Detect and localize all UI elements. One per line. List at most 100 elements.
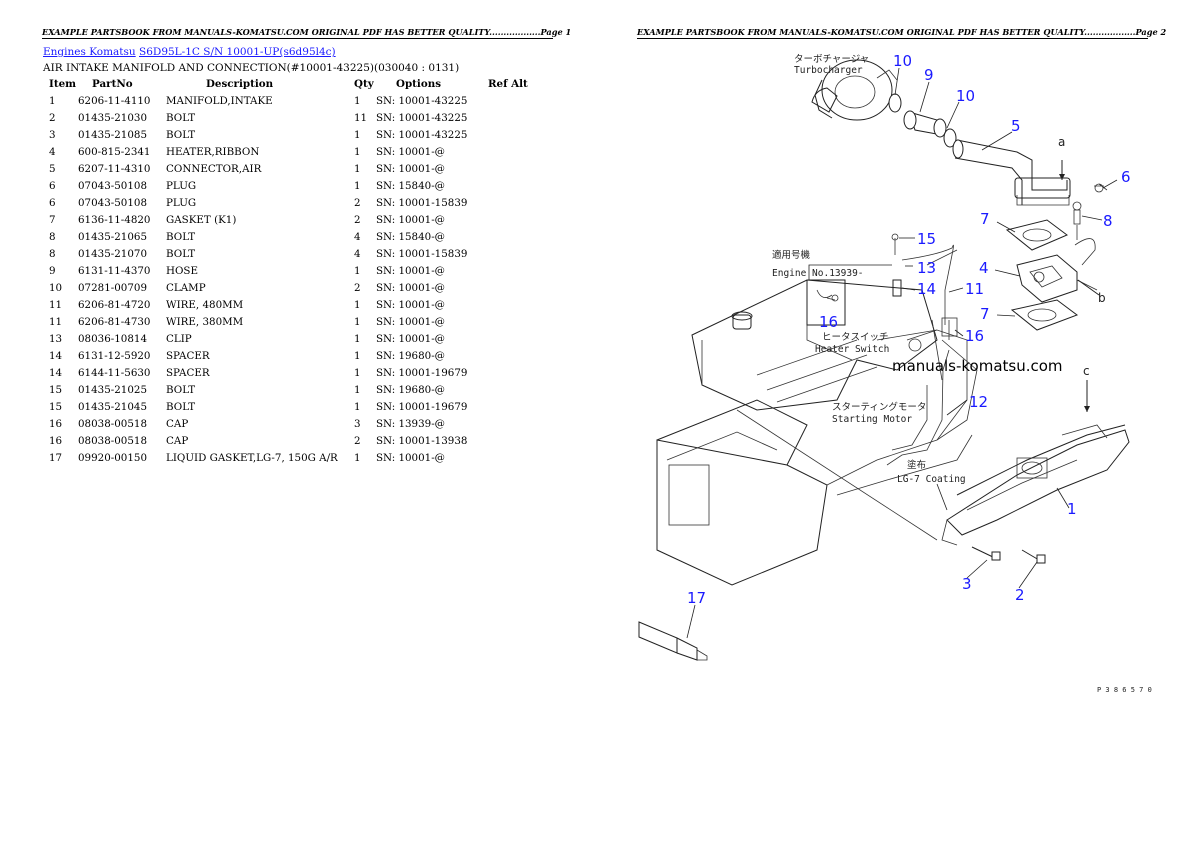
cell-refalt bbox=[488, 246, 528, 263]
cell-qty: 3 bbox=[354, 418, 361, 430]
cell-refalt bbox=[488, 450, 528, 467]
heater-gasket-drawing bbox=[1005, 201, 1098, 331]
cell-partno: 01435-21070 bbox=[78, 248, 147, 260]
cell-description: WIRE, 380MM bbox=[166, 316, 244, 328]
cell-options: SN: 10001-15839 bbox=[376, 197, 468, 209]
cell-refalt bbox=[488, 348, 528, 365]
callout-10-top: 10 bbox=[893, 52, 912, 70]
engine-block-drawing bbox=[656, 279, 978, 586]
cell-partno: 01435-21030 bbox=[78, 112, 147, 124]
cell-item: 1 bbox=[49, 95, 56, 107]
cell-description: BOLT bbox=[166, 401, 196, 413]
cell-qty: 1 bbox=[354, 367, 361, 379]
turbocharger-label-en: Turbocharger bbox=[794, 65, 863, 76]
cell-description: CONNECTOR,AIR bbox=[166, 163, 262, 175]
header-partno: PartNo bbox=[92, 77, 133, 90]
cell-partno: 6207-11-4310 bbox=[78, 163, 151, 175]
cell-partno: 08036-10814 bbox=[78, 333, 147, 345]
callout-11: 11 bbox=[965, 280, 984, 298]
breadcrumb-link-model[interactable]: S6D95L-1C S/N 10001-UP(s6d95l4c) bbox=[139, 46, 336, 58]
cell-partno: 07043-50108 bbox=[78, 197, 147, 209]
cell-refalt bbox=[488, 314, 528, 331]
cell-partno: 07281-00709 bbox=[78, 282, 147, 294]
cell-qty: 11 bbox=[354, 112, 368, 124]
cell-partno: 09920-00150 bbox=[78, 452, 147, 464]
header-qty: Qty bbox=[354, 77, 374, 90]
cell-item: 17 bbox=[49, 452, 63, 464]
page-header-right: EXAMPLE PARTSBOOK FROM MANUALS-KOMATSU.C… bbox=[637, 27, 1167, 39]
cell-description: SPACER bbox=[166, 367, 210, 379]
cell-options: SN: 10001-13938 bbox=[376, 435, 468, 447]
air-connector-drawing bbox=[952, 139, 1108, 206]
turbocharger-drawing bbox=[811, 59, 898, 121]
starting-motor-label-en: Starting Motor bbox=[832, 414, 912, 425]
callout-15: 15 bbox=[917, 230, 936, 248]
cell-description: HOSE bbox=[166, 265, 198, 277]
cell-partno: 01435-21085 bbox=[78, 129, 147, 141]
cell-item: 5 bbox=[49, 163, 56, 175]
cell-refalt bbox=[488, 263, 528, 280]
cell-item: 8 bbox=[49, 231, 56, 243]
breadcrumb-link-engines[interactable]: Engines Komatsu bbox=[43, 46, 136, 58]
header-options: Options bbox=[396, 77, 441, 90]
wire-bolt-drawing bbox=[806, 233, 958, 466]
cell-description: CLIP bbox=[166, 333, 192, 345]
cell-qty: 2 bbox=[354, 435, 361, 447]
turbocharger-label-jp: ターボチャージャ bbox=[794, 54, 869, 65]
cell-refalt bbox=[488, 280, 528, 297]
cell-qty: 1 bbox=[354, 316, 361, 328]
cell-item: 10 bbox=[49, 282, 63, 294]
callout-16: 16 bbox=[965, 327, 984, 345]
callout-14: 14 bbox=[917, 280, 936, 298]
cell-description: WIRE, 480MM bbox=[166, 299, 244, 311]
callout-10-lower: 10 bbox=[956, 87, 975, 105]
callout-9: 9 bbox=[924, 66, 934, 84]
cell-options: SN: 13939-@ bbox=[376, 418, 445, 430]
cell-partno: 08038-00518 bbox=[78, 418, 147, 430]
cell-refalt bbox=[488, 382, 528, 399]
cell-item: 7 bbox=[49, 214, 56, 226]
cell-qty: 4 bbox=[354, 248, 361, 260]
cell-refalt bbox=[488, 416, 528, 433]
cell-qty: 1 bbox=[354, 299, 361, 311]
cell-description: BOLT bbox=[166, 231, 196, 243]
callout-3: 3 bbox=[962, 575, 972, 593]
cell-qty: 1 bbox=[354, 129, 361, 141]
cell-item: 11 bbox=[49, 316, 63, 328]
cell-partno: 6206-11-4110 bbox=[78, 95, 151, 107]
cell-qty: 1 bbox=[354, 95, 361, 107]
cell-description: GASKET (K1) bbox=[166, 214, 237, 226]
cell-options: SN: 10001-@ bbox=[376, 265, 445, 277]
cell-partno: 07043-50108 bbox=[78, 180, 147, 192]
cell-qty: 1 bbox=[354, 350, 361, 362]
cell-item: 2 bbox=[49, 112, 56, 124]
cell-refalt bbox=[488, 399, 528, 416]
page-header-left: EXAMPLE PARTSBOOK FROM MANUALS-KOMATSU.C… bbox=[42, 27, 572, 39]
cell-refalt bbox=[488, 365, 528, 382]
section-title: AIR INTAKE MANIFOLD AND CONNECTION(#1000… bbox=[43, 62, 460, 74]
cell-item: 8 bbox=[49, 248, 56, 260]
cell-partno: 6206-81-4730 bbox=[78, 316, 151, 328]
cell-partno: 6136-11-4820 bbox=[78, 214, 151, 226]
ref-label-a: a bbox=[1058, 135, 1065, 149]
cell-qty: 1 bbox=[354, 401, 361, 413]
cell-description: PLUG bbox=[166, 197, 197, 209]
cell-partno: 6131-11-4370 bbox=[78, 265, 151, 277]
coating-label-jp: 塗布 bbox=[907, 459, 926, 471]
cell-refalt bbox=[488, 93, 528, 110]
breadcrumb: Engines Komatsu S6D95L-1C S/N 10001-UP(s… bbox=[43, 46, 336, 58]
cell-description: BOLT bbox=[166, 384, 196, 396]
cell-options: SN: 10001-43225 bbox=[376, 95, 468, 107]
cell-options: SN: 10001-@ bbox=[376, 214, 445, 226]
cell-options: SN: 10001-19679 bbox=[376, 367, 468, 379]
cell-item: 4 bbox=[49, 146, 56, 158]
cell-qty: 1 bbox=[354, 265, 361, 277]
hose-clamp-drawing bbox=[888, 93, 957, 148]
